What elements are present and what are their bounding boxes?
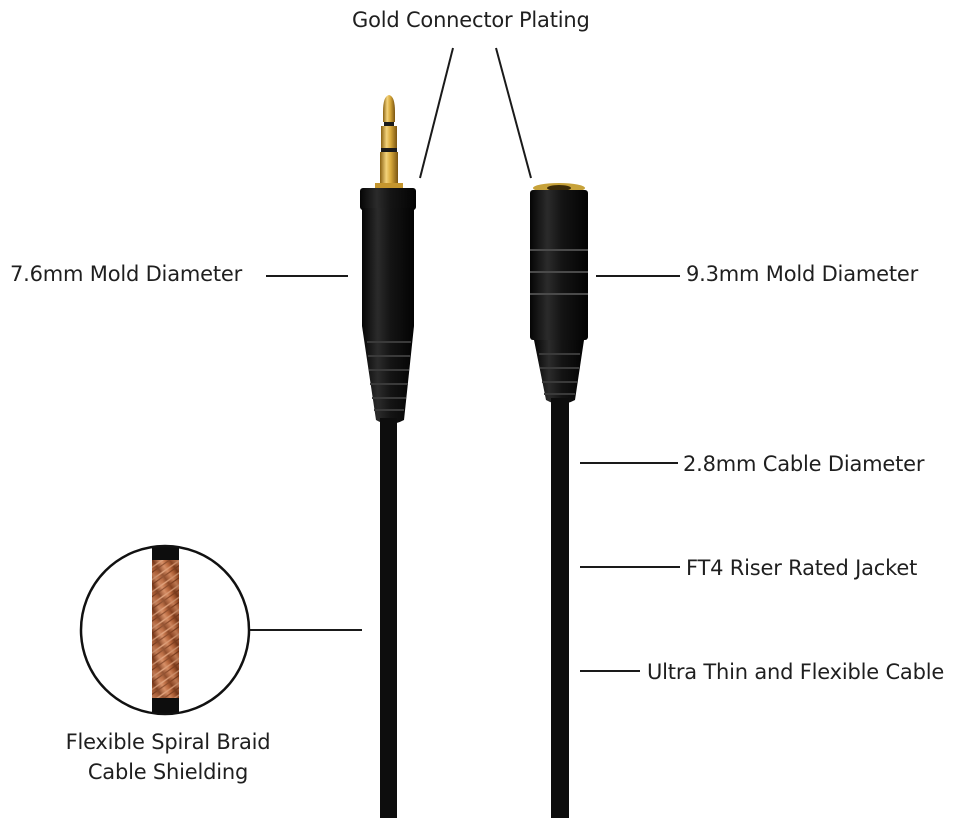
gold-plating-label: Gold Connector Plating bbox=[352, 8, 590, 32]
mold-left-label: 7.6mm Mold Diameter bbox=[10, 262, 243, 286]
right-cable bbox=[551, 398, 569, 818]
flexible-cable-label: Ultra Thin and Flexible Cable bbox=[647, 660, 945, 684]
leader-gold-right bbox=[495, 47, 532, 179]
left-cable bbox=[380, 418, 397, 818]
leader-lines bbox=[250, 47, 680, 672]
male-plug-gold-tip bbox=[375, 95, 403, 189]
leader-gold-left bbox=[419, 47, 454, 179]
jacket-label: FT4 Riser Rated Jacket bbox=[686, 556, 918, 580]
mold-right-label: 9.3mm Mold Diameter bbox=[686, 262, 919, 286]
braid-label-line2: Cable Shielding bbox=[87, 760, 249, 784]
female-jack-mold bbox=[530, 183, 588, 404]
braid-label-line1: Flexible Spiral Braid bbox=[65, 730, 271, 754]
braid-shielding-label: Flexible Spiral Braid Cable Shielding bbox=[40, 727, 296, 787]
braid-detail-magnifier bbox=[79, 544, 251, 716]
cable-diameter-label: 2.8mm Cable Diameter bbox=[683, 452, 925, 476]
male-plug-mold bbox=[360, 188, 416, 424]
